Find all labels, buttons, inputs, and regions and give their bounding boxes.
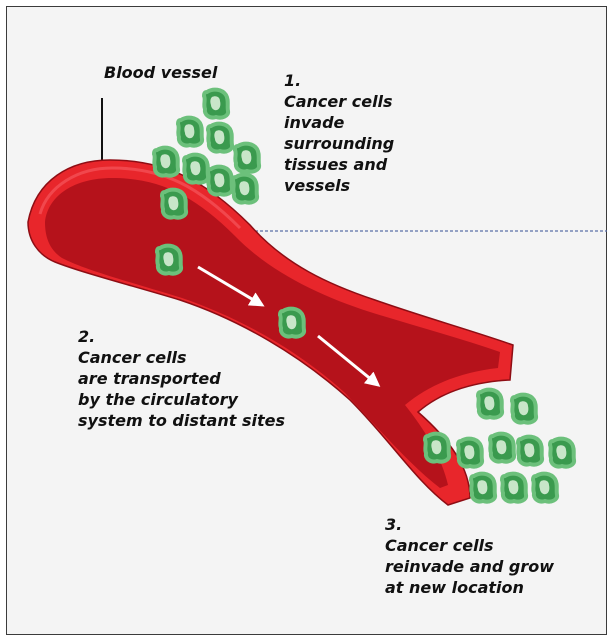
step2-line: by the circulatory — [78, 389, 285, 410]
step1-line: vessels — [284, 175, 394, 196]
blood-vessel-label-text: Blood vessel — [104, 62, 217, 83]
step2-line: system to distant sites — [78, 410, 285, 431]
step2-label: 2. Cancer cells are transported by the c… — [78, 326, 285, 431]
cell-in-vessel-1 — [157, 246, 181, 274]
step2-number: 2. — [78, 326, 285, 347]
step1-line: Cancer cells — [284, 91, 394, 112]
step2-line: Cancer cells — [78, 347, 285, 368]
step1-line: surrounding — [284, 133, 394, 154]
step1-label: 1. Cancer cells invade surrounding tissu… — [284, 70, 394, 196]
step3-line: reinvade and grow — [385, 556, 554, 577]
step1-line: invade — [284, 112, 394, 133]
step1-line: tissues and — [284, 154, 394, 175]
step3-line: Cancer cells — [385, 535, 554, 556]
step3-number: 3. — [385, 514, 554, 535]
step3-line: at new location — [385, 577, 554, 598]
step3-label: 3. Cancer cells reinvade and grow at new… — [385, 514, 554, 598]
step2-line: are transported — [78, 368, 285, 389]
step1-number: 1. — [284, 70, 394, 91]
blood-vessel-label: Blood vessel — [104, 62, 217, 83]
